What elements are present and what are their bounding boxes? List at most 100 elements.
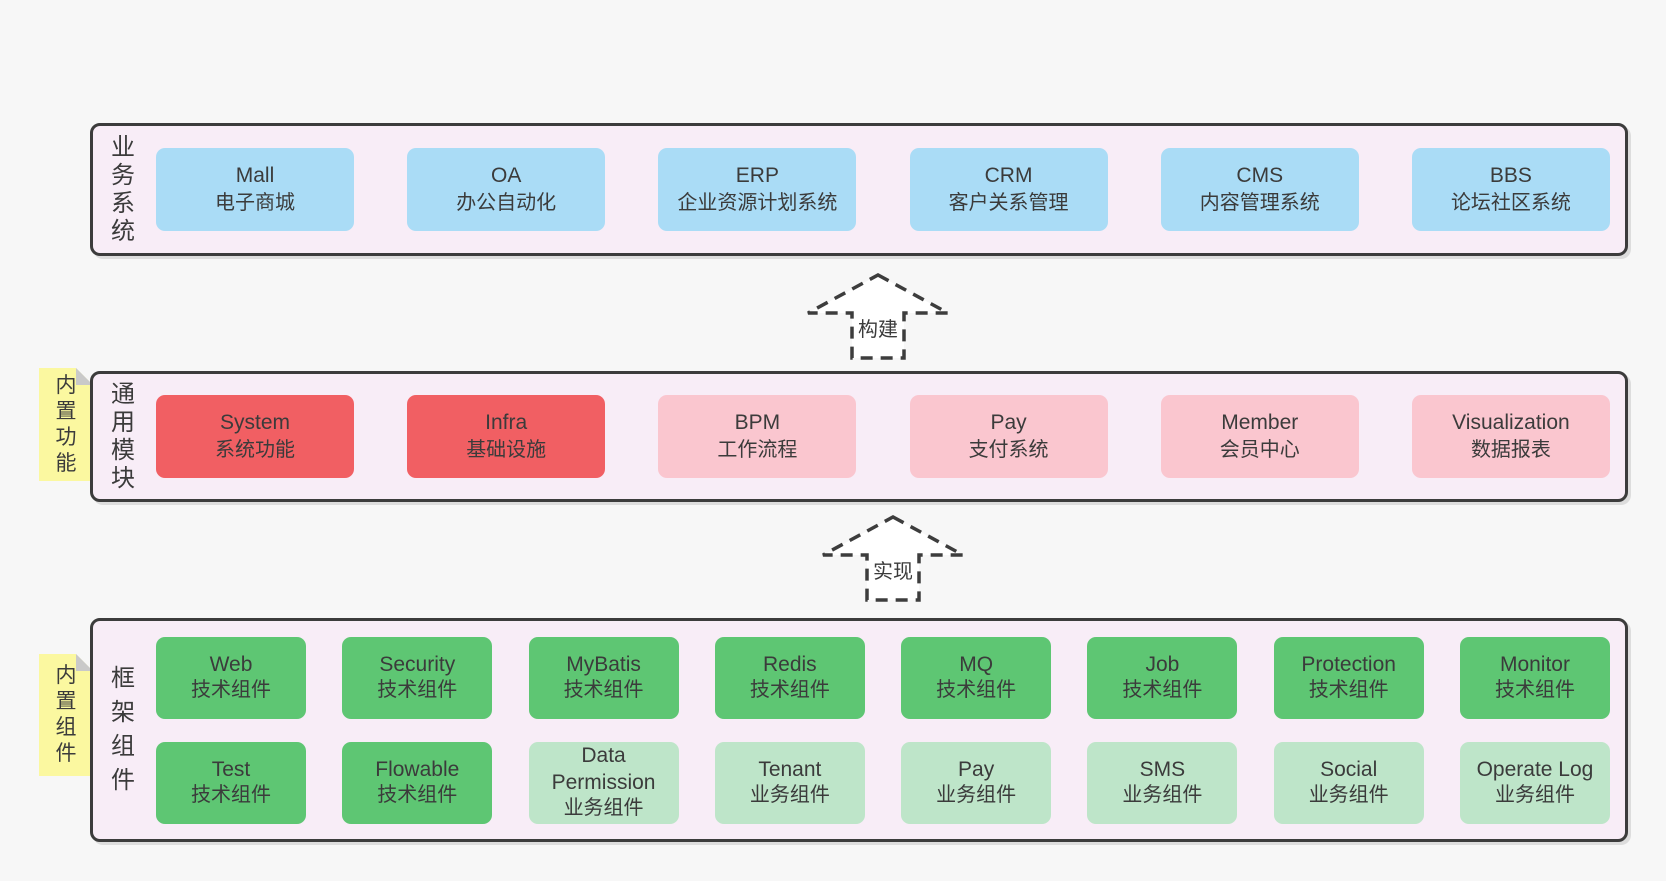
box-title: Web [209,652,253,676]
components-rows: Web 技术组件 Security 技术组件 MyBatis 技术组件 Redi… [156,636,1610,824]
box-title: MQ [959,652,994,676]
box-subtitle: 业务组件 [1308,784,1389,807]
box-subtitle: 企业资源计划系统 [677,192,838,215]
layer-business-systems: 业务系统 Mall 电子商城 OA 办公自动化 ERP 企业资源计划系统 CRM… [90,123,1628,256]
box-subtitle: 技术组件 [377,679,458,702]
box-title: Member [1221,411,1299,435]
box-title: Pay [990,411,1027,435]
box-subtitle: 客户关系管理 [948,192,1069,215]
box-oa: OA 办公自动化 [407,148,606,231]
box-cms: CMS 内容管理系统 [1160,148,1359,231]
box-title: CMS [1236,164,1284,188]
arrow-implement: 实现 [820,514,966,604]
box-subtitle: 技术组件 [749,679,830,702]
box-title: Visualization [1452,411,1570,435]
box-title: CRM [984,164,1033,188]
layer-label: 业务系统 [111,133,135,245]
box-title: Test [211,757,251,781]
business-box-row: Mall 电子商城 OA 办公自动化 ERP 企业资源计划系统 CRM 客户关系… [156,148,1610,231]
box-operate-log: Operate Log 业务组件 [1459,741,1610,824]
box-system: System 系统功能 [156,395,354,478]
box-title: Mall [235,164,275,188]
components-box-row-2: Test 技术组件 Flowable 技术组件 Data Permission … [156,741,1610,824]
layer-label: 框架组件 [111,665,135,794]
box-bbs: BBS 论坛社区系统 [1411,148,1610,231]
box-social: Social 业务组件 [1273,741,1424,824]
modules-box-row: System 系统功能 Infra 基础设施 BPM 工作流程 Pay 支付系统… [156,395,1610,478]
box-protection: Protection 技术组件 [1273,636,1424,719]
box-subtitle: 技术组件 [191,784,271,807]
box-mq: MQ 技术组件 [901,636,1052,719]
box-pay-component: Pay 业务组件 [901,741,1052,824]
box-subtitle: 业务组件 [1122,784,1203,807]
box-subtitle: 工作流程 [717,439,798,462]
box-title: Flowable [375,757,460,781]
box-title: Security [379,652,456,676]
box-title: Social [1320,757,1378,781]
arrow-label: 实现 [870,555,916,584]
box-subtitle: 会员中心 [1219,439,1300,462]
box-title: System [219,411,290,435]
box-subtitle: 技术组件 [1122,679,1203,702]
box-redis: Redis 技术组件 [714,636,865,719]
sticky-note-text: 内置功能 [55,373,77,475]
box-title: SMS [1139,757,1186,781]
box-title: Operate Log [1476,757,1594,781]
box-subtitle: 办公自动化 [456,192,557,215]
layer-framework-components: 框架组件 Web 技术组件 Security 技术组件 MyBatis 技术组件… [90,618,1628,842]
arrow-label: 构建 [855,313,901,342]
box-subtitle: 支付系统 [968,439,1049,462]
sticky-note-built-in-components: 内置组件 [39,654,93,776]
box-subtitle: 业务组件 [1494,784,1575,807]
box-subtitle: 电子商城 [215,192,295,215]
box-subtitle: 论坛社区系统 [1450,192,1571,215]
box-title: Redis [762,652,817,676]
box-subtitle: 内容管理系统 [1199,192,1320,215]
box-subtitle: 数据报表 [1470,439,1551,462]
sticky-note-text: 内置组件 [55,664,77,765]
box-title: Monitor [1499,652,1570,676]
components-box-row-1: Web 技术组件 Security 技术组件 MyBatis 技术组件 Redi… [156,636,1610,719]
box-member: Member 会员中心 [1160,395,1359,478]
box-tenant: Tenant 业务组件 [714,741,865,824]
box-title: Job [1145,652,1180,676]
box-web: Web 技术组件 [156,636,306,719]
box-flowable: Flowable 技术组件 [342,741,493,824]
box-security: Security 技术组件 [342,636,493,719]
box-title: Pay [958,757,995,781]
layer-common-modules: 通用模块 System 系统功能 Infra 基础设施 BPM 工作流程 Pay… [90,371,1628,502]
box-subtitle: 基础设施 [466,439,547,462]
box-title: OA [491,164,522,188]
box-title: Data Permission [551,744,656,794]
box-title: BPM [734,411,781,435]
box-test: Test 技术组件 [156,741,306,824]
arrow-build: 构建 [805,272,951,362]
box-bpm: BPM 工作流程 [658,395,857,478]
box-title: Protection [1301,652,1396,676]
box-subtitle: 技术组件 [1308,679,1389,702]
box-subtitle: 技术组件 [1494,679,1575,702]
sticky-note-built-in-features: 内置功能 [39,368,93,481]
box-pay-module: Pay 支付系统 [909,395,1108,478]
box-title: BBS [1489,164,1532,188]
box-data-permission: Data Permission 业务组件 [528,741,679,824]
box-job: Job 技术组件 [1087,636,1238,719]
box-title: Tenant [758,757,822,781]
box-sms: SMS 业务组件 [1087,741,1238,824]
box-mall: Mall 电子商城 [156,148,354,231]
box-title: Infra [485,411,528,435]
box-subtitle: 技术组件 [191,679,271,702]
box-crm: CRM 客户关系管理 [909,148,1108,231]
layer-label: 通用模块 [111,380,135,492]
box-erp: ERP 企业资源计划系统 [658,148,857,231]
box-subtitle: 技术组件 [563,679,644,702]
box-title: ERP [735,164,779,188]
box-subtitle: 技术组件 [936,679,1017,702]
box-visualization: Visualization 数据报表 [1411,395,1610,478]
box-infra: Infra 基础设施 [407,395,606,478]
box-subtitle: 系统功能 [215,439,295,462]
box-monitor: Monitor 技术组件 [1459,636,1610,719]
box-title: MyBatis [566,652,641,676]
box-mybatis: MyBatis 技术组件 [528,636,679,719]
box-subtitle: 业务组件 [936,784,1017,807]
